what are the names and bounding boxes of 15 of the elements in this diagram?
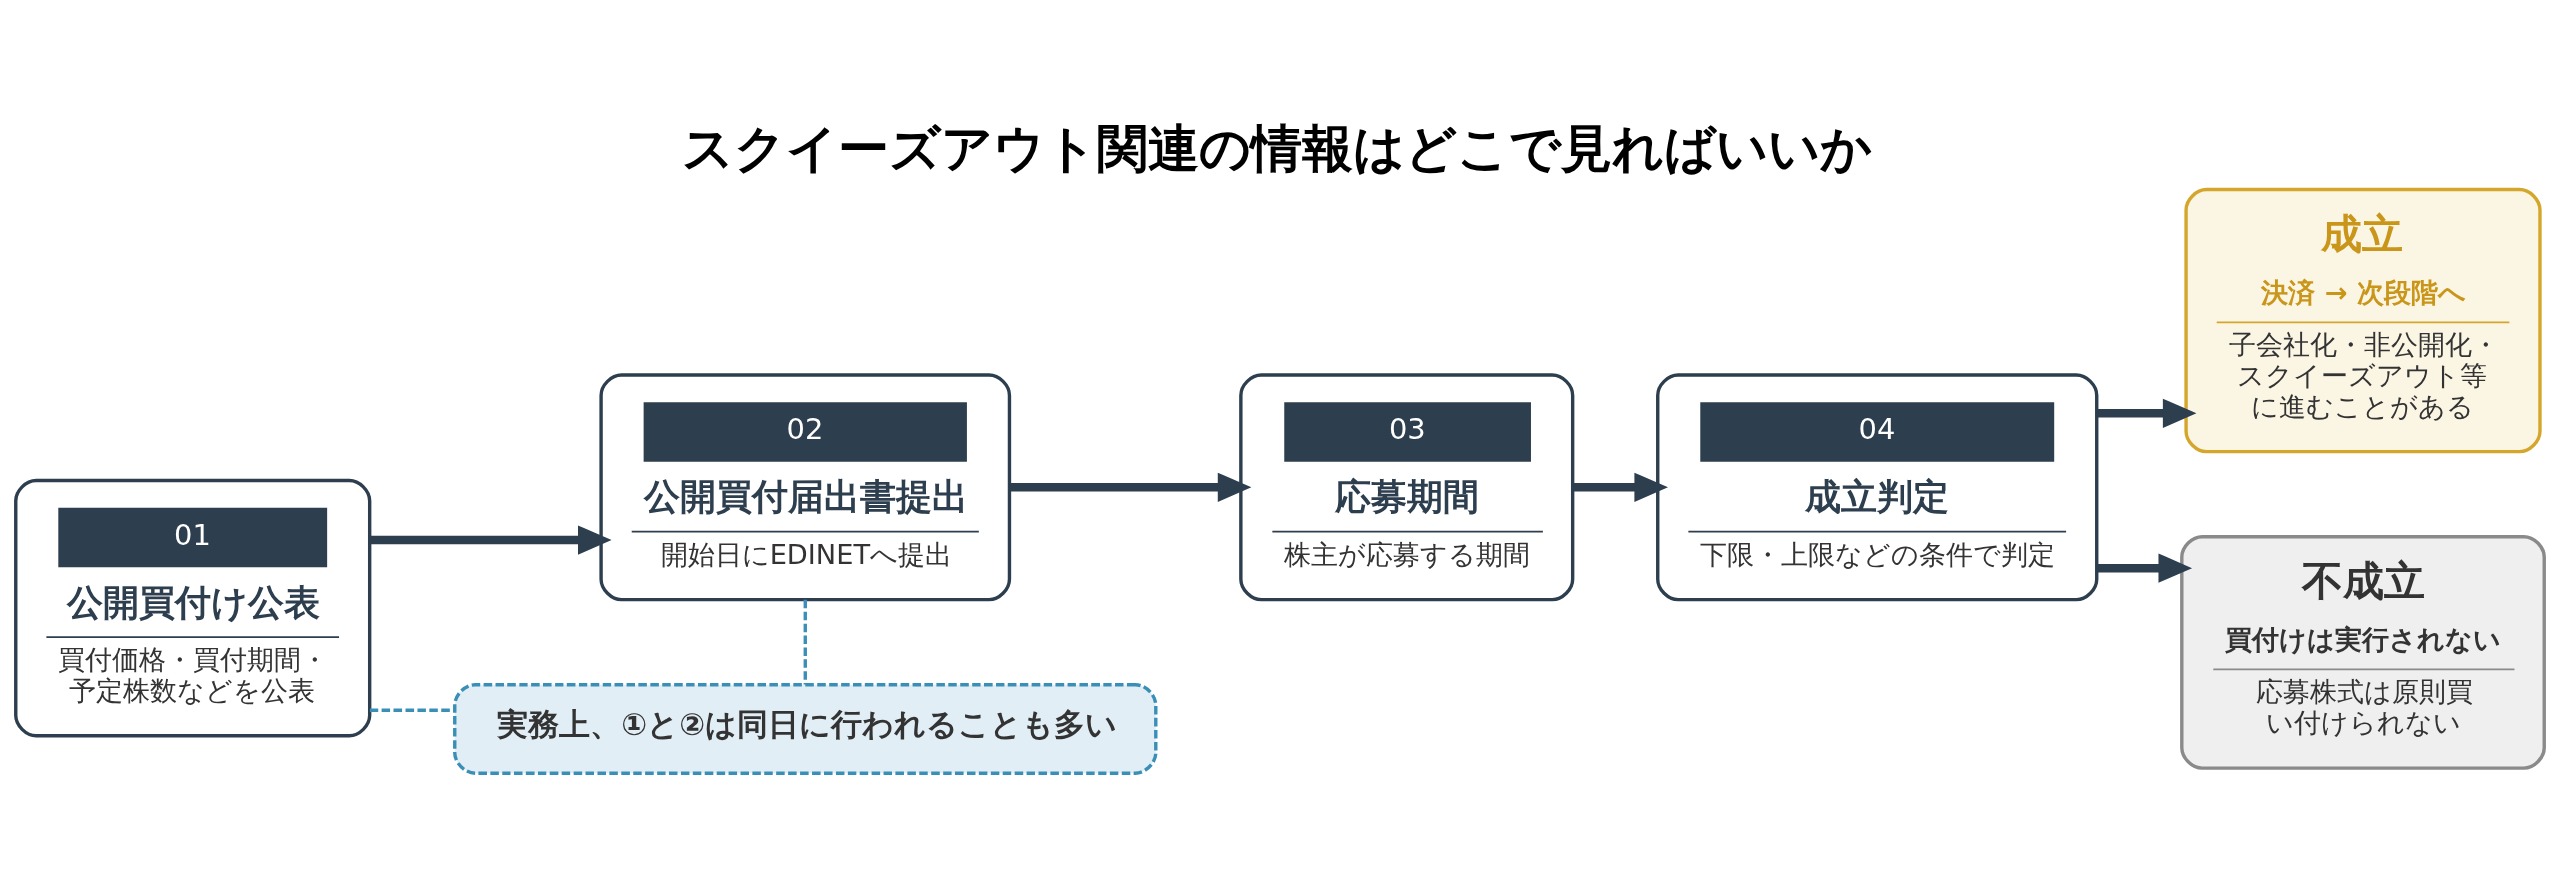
node-box: 03 応募期間 株主が応募する期間 [1239,373,1575,602]
arrow [1009,472,1252,503]
node-box: 実務上、①と②は同日に行われることも多い [453,683,1158,775]
connector [803,599,807,685]
node-box: 04 成立判定 下限・上限などの条件で判定 [1656,373,2099,602]
connector [369,708,455,712]
node-box: 不成立 買付けは実行されない 応募株式は原則買い付けられない [2180,534,2546,770]
arrow [2097,398,2197,428]
arrow [369,525,612,555]
node-box: 02 公開買付届出書提出 開始日にEDINETへ提出 [599,373,1012,602]
diagram-title: スクイーズアウト関連の情報はどこで見ればいいか [681,118,1872,178]
node-box: 成立 決済 → 次段階へ 子会社化・非公開化・スクイーズアウト等に進むことがある [2184,187,2542,454]
arrow [2097,553,2193,583]
node-box: 01 公開買付け公表 買付価格・買付期間・予定株数などを公表 [14,478,372,738]
arrow [1573,472,1668,503]
